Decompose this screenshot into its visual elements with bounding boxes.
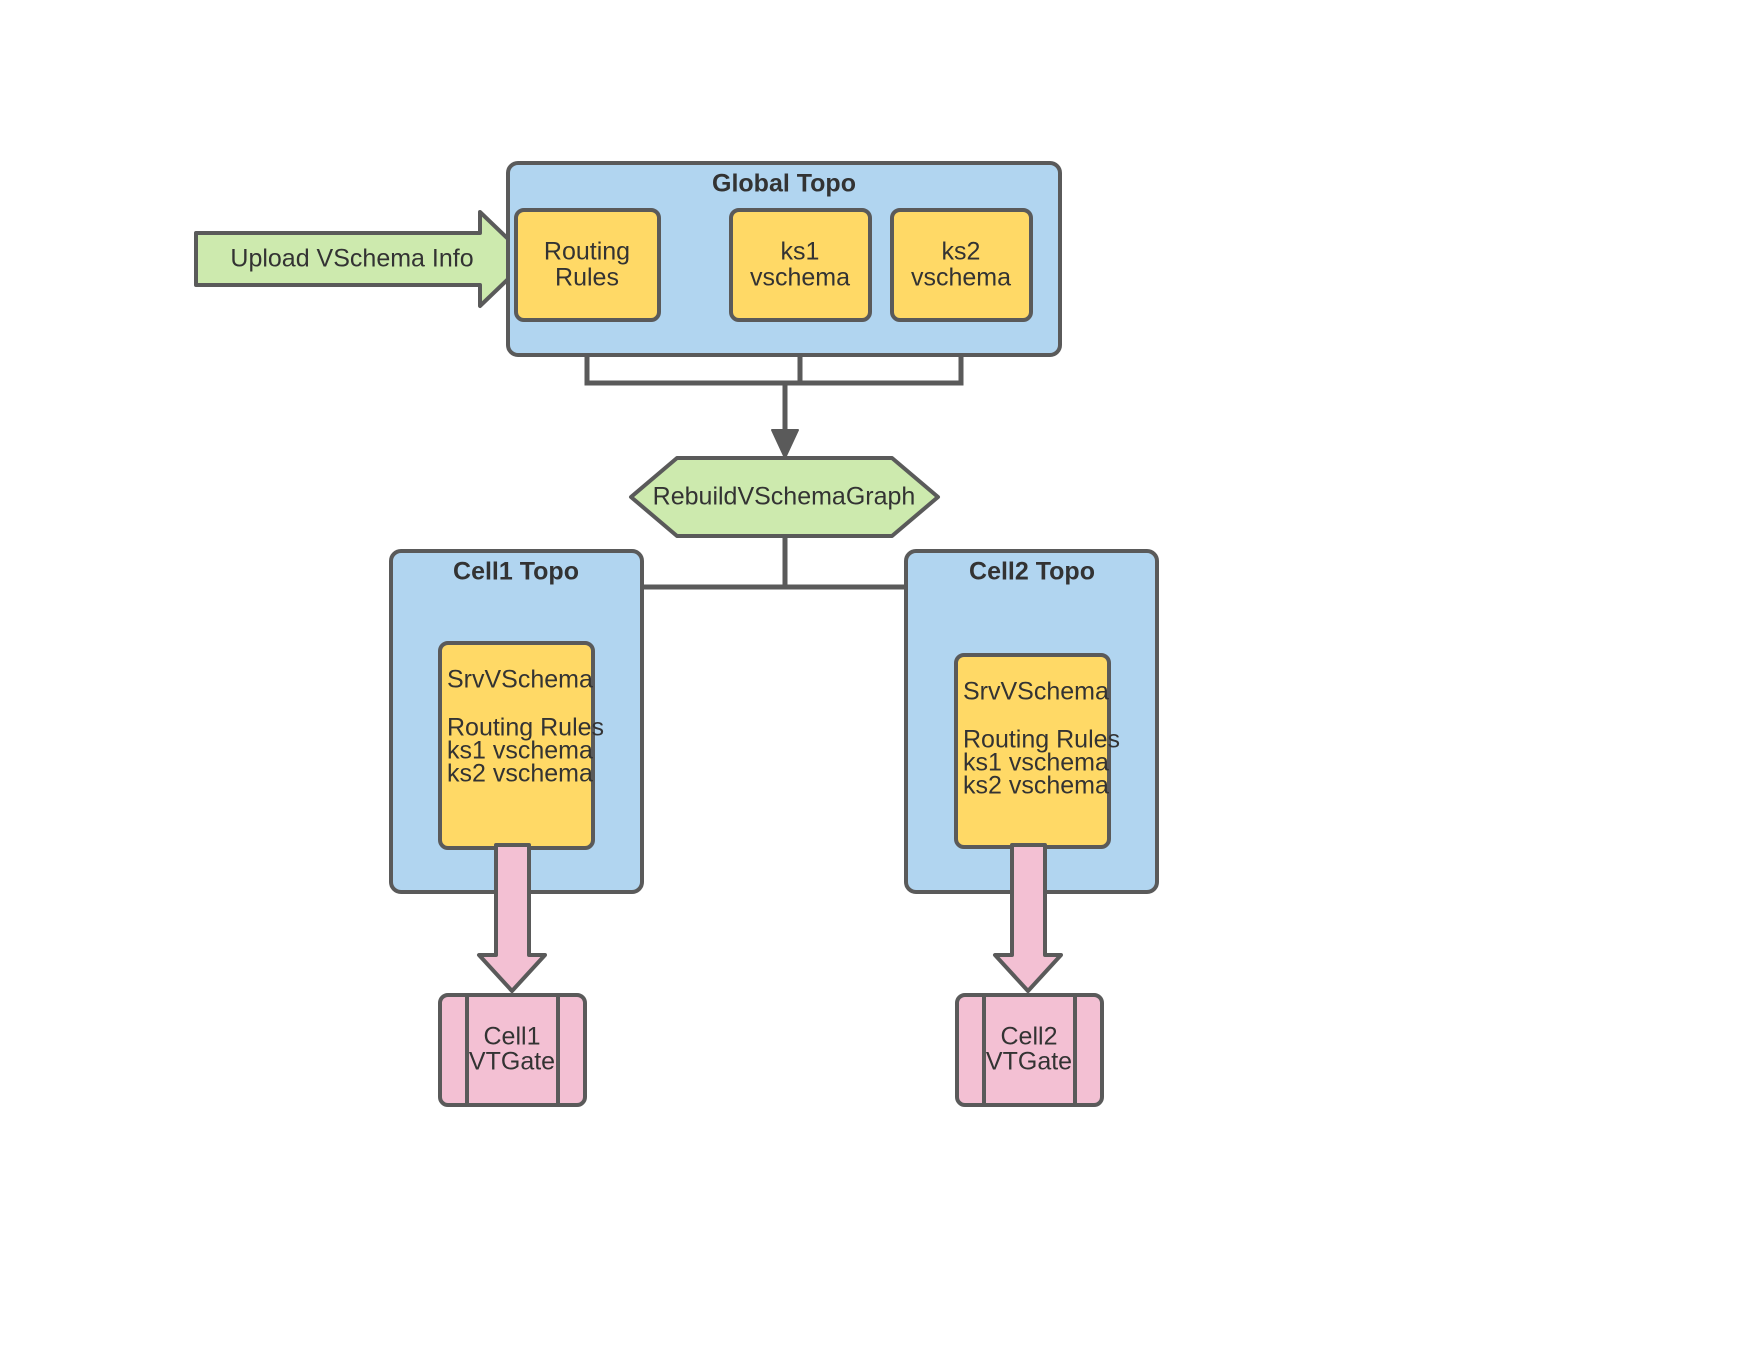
ks1-vschema-line1: ks1 [781, 238, 820, 266]
global-topo-box-ks1-vschema[interactable]: ks1 vschema [729, 208, 872, 322]
cell2-srvvschema-item-1: ks1 vschema [963, 749, 1109, 777]
cell1-vtgate-box [438, 993, 587, 1107]
cell1-topo-title: Cell1 Topo [453, 558, 579, 586]
ks1-vschema-line2: vschema [750, 264, 850, 292]
cell1-srvvschema-item-2: ks2 vschema [447, 760, 593, 788]
cell2-srvvschema-node[interactable]: SrvVSchema Routing Rules ks1 vschema ks2… [954, 653, 1120, 849]
cell2-vtgate-line1: Cell2 [1001, 1023, 1058, 1051]
cell2-srvvschema-item-2: ks2 vschema [963, 772, 1109, 800]
cell2-vtgate-box [955, 993, 1104, 1107]
rebuild-vschema-graph-hexagon [629, 456, 940, 538]
cell2-srvvschema-item-0: Routing Rules [963, 726, 1120, 754]
ks2-vschema-line2: vschema [911, 264, 1011, 292]
ks2-vschema-box [890, 208, 1033, 322]
rebuild-vschema-graph-node[interactable]: RebuildVSchemaGraph [629, 456, 940, 538]
cell1-srvvschema-node[interactable]: SrvVSchema Routing Rules ks1 vschema ks2… [438, 641, 604, 850]
cell1-srvvschema-item-0: Routing Rules [447, 714, 604, 742]
routing-rules-line2: Rules [555, 264, 619, 292]
cell1-srv-to-vtgate-arrow [477, 843, 547, 993]
cell1-vtgate-node[interactable]: Cell1 VTGate [438, 993, 587, 1107]
cell1-srvvschema-item-1: ks1 vschema [447, 737, 593, 765]
global-topo-box-routing-rules[interactable]: Routing Rules [514, 208, 661, 322]
cell2-topo-title: Cell2 Topo [969, 558, 1095, 586]
arrowhead-to-rebuild [771, 429, 799, 459]
cell1-vtgate-line1: Cell1 [484, 1023, 541, 1051]
ks2-vschema-line1: ks2 [942, 238, 981, 266]
ks1-vschema-box [729, 208, 872, 322]
upload-vschema-arrow-shape [194, 210, 531, 308]
global-topo-box-ks2-vschema[interactable]: ks2 vschema [890, 208, 1033, 322]
cell2-srvvschema-heading: SrvVSchema [963, 678, 1109, 706]
cell2-vtgate-line2: VTGate [986, 1048, 1072, 1076]
rebuild-vschema-graph-label: RebuildVSchemaGraph [653, 483, 916, 511]
cell2-srv-to-vtgate-arrow [993, 843, 1063, 993]
cell2-pink-arrow-shape [993, 843, 1063, 993]
cell1-vtgate-line2: VTGate [469, 1048, 555, 1076]
routing-rules-box [514, 208, 661, 322]
cell1-pink-arrow-shape [477, 843, 547, 993]
routing-rules-line1: Routing [544, 238, 630, 266]
upload-vschema-arrow[interactable]: Upload VSchema Info [194, 210, 531, 308]
global-topo-title: Global Topo [712, 170, 856, 198]
cell2-vtgate-node[interactable]: Cell2 VTGate [955, 993, 1104, 1107]
cell1-srvvschema-heading: SrvVSchema [447, 666, 593, 694]
upload-vschema-arrow-label: Upload VSchema Info [230, 245, 473, 273]
